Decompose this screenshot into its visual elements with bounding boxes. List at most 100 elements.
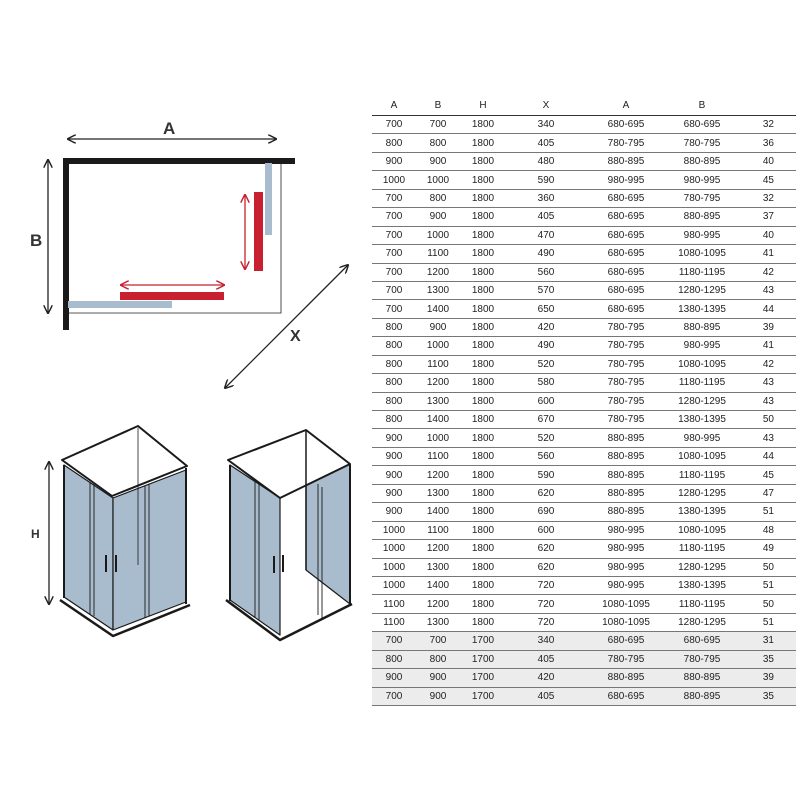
column-header: B — [416, 95, 460, 116]
table-cell: 1100 — [416, 447, 460, 467]
table-cell: 1280-1295 — [666, 558, 738, 577]
table-cell: 900 — [416, 152, 460, 172]
table-cell: 1280-1295 — [666, 281, 738, 301]
table-cell: 48 — [738, 521, 796, 541]
table-cell: 1800 — [460, 281, 506, 301]
table-cell: 880-895 — [586, 447, 666, 467]
table-cell: 600 — [506, 392, 586, 412]
table-cell: 405 — [506, 133, 586, 153]
top-frame — [61, 425, 188, 497]
table-cell: 470 — [506, 226, 586, 246]
table-cell: 36 — [738, 133, 796, 153]
table-cell: 1080-1095 — [666, 521, 738, 541]
table-cell: 360 — [506, 189, 586, 209]
table-cell: 980-995 — [666, 170, 738, 190]
table-cell: 680-695 — [586, 207, 666, 227]
table-cell: 720 — [506, 613, 586, 633]
table-cell: 1380-1395 — [666, 502, 738, 522]
table-cell: 1300 — [416, 484, 460, 504]
table-cell: 43 — [738, 392, 796, 412]
table-cell: 1400 — [416, 299, 460, 319]
table-cell: 980-995 — [586, 521, 666, 541]
table-cell: 39 — [738, 318, 796, 338]
table-cell: 980-995 — [666, 226, 738, 246]
table-cell: 700 — [372, 263, 416, 282]
table-cell: 700 — [372, 281, 416, 301]
table-cell: 1100 — [372, 613, 416, 633]
table-cell: 780-795 — [666, 650, 738, 670]
table-cell: 880-895 — [586, 502, 666, 522]
table-cell: 880-895 — [586, 428, 666, 448]
table-cell: 41 — [738, 244, 796, 264]
table-cell: 1200 — [416, 373, 460, 393]
enclosure-illustration-left — [59, 425, 191, 638]
table-cell: 1280-1295 — [666, 484, 738, 504]
table-cell: 405 — [506, 687, 586, 707]
table-cell: 680-695 — [586, 189, 666, 209]
table-cell: 1300 — [416, 558, 460, 577]
column-header — [738, 95, 796, 116]
table-cell: 32 — [738, 189, 796, 209]
table-cell: 900 — [416, 687, 460, 707]
table-cell: 1180-1195 — [666, 594, 738, 614]
table-cell: 1700 — [460, 687, 506, 707]
table-cell: 1180-1195 — [666, 465, 738, 485]
table-cell: 880-895 — [666, 318, 738, 338]
table-cell: 1200 — [416, 465, 460, 485]
table-cell: 1800 — [460, 263, 506, 282]
label-b: B — [30, 231, 42, 250]
table-cell: 880-895 — [666, 152, 738, 172]
table-cell: 1000 — [372, 558, 416, 577]
table-cell: 900 — [372, 502, 416, 522]
table-cell: 700 — [372, 687, 416, 707]
fixed-panel-front — [68, 301, 172, 308]
table-cell: 405 — [506, 650, 586, 670]
table-cell: 800 — [372, 133, 416, 153]
table-cell: 780-795 — [586, 373, 666, 393]
table-cell: 1000 — [372, 521, 416, 541]
table-cell: 1800 — [460, 355, 506, 375]
table-cell: 1300 — [416, 281, 460, 301]
table-cell: 1200 — [416, 263, 460, 282]
table-cell: 40 — [738, 152, 796, 172]
table-cell: 1800 — [460, 336, 506, 356]
table-cell: 880-895 — [586, 465, 666, 485]
table-cell: 1800 — [460, 521, 506, 541]
table-cell: 1080-1095 — [666, 244, 738, 264]
table-cell: 1380-1395 — [666, 410, 738, 430]
table-cell: 1800 — [460, 373, 506, 393]
table-cell: 680-695 — [586, 226, 666, 246]
table-cell: 1800 — [460, 244, 506, 264]
table-cell: 680-695 — [586, 281, 666, 301]
table-cell: 1100 — [416, 244, 460, 264]
table-cell: 900 — [372, 152, 416, 172]
table-cell: 560 — [506, 447, 586, 467]
table-cell: 780-795 — [586, 133, 666, 153]
table-cell: 690 — [506, 502, 586, 522]
table-cell: 39 — [738, 668, 796, 688]
table-cell: 900 — [372, 428, 416, 448]
dimension-x-arrow — [225, 265, 348, 388]
table-cell: 700 — [372, 207, 416, 227]
table-cell: 900 — [372, 668, 416, 688]
table-cell: 1100 — [416, 521, 460, 541]
table-cell: 880-895 — [666, 668, 738, 688]
table-cell: 35 — [738, 687, 796, 707]
table-cell: 43 — [738, 428, 796, 448]
table-cell: 1000 — [372, 170, 416, 190]
table-cell: 340 — [506, 115, 586, 135]
table-cell: 1080-1095 — [586, 613, 666, 633]
table-cell: 800 — [372, 336, 416, 356]
